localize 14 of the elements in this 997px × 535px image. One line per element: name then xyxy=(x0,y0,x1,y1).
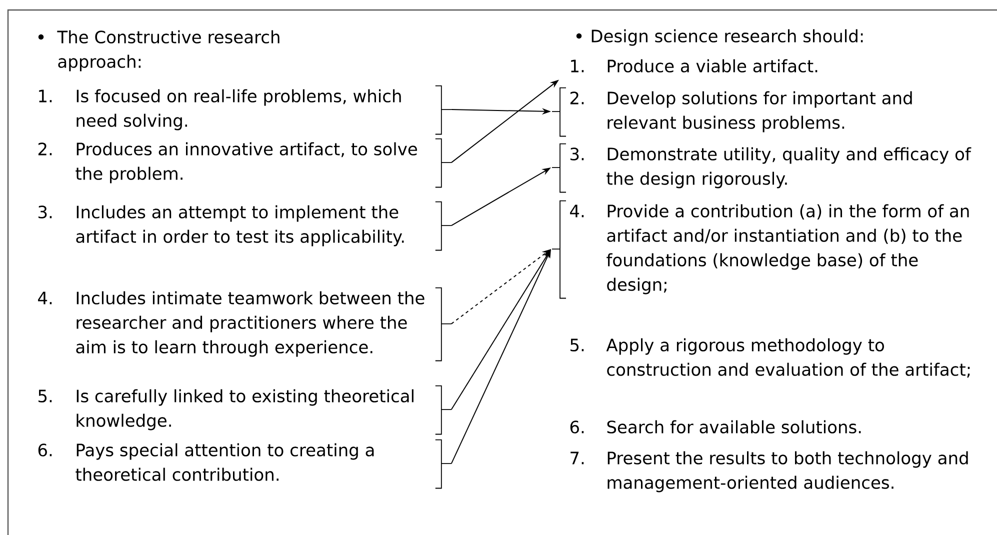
bracketed-list-item: 4. Provide a contribution (a) in the form of an artifact and/or instantiation and (b) to the foundations (knowledge base) of the design; xyxy=(552,200,969,299)
bracketed-list-item: 5. Is carefully linked to existing theoretical knowledge. xyxy=(38,385,452,435)
bracketed-list-item: 3. Demonstrate utility, quality and efficacy of the design rigorously. xyxy=(552,143,972,193)
bracketed-list-item: 2. Produces an innovative artifact, to solve the problem. xyxy=(38,138,452,188)
list-item: 1. Produce a viable artifact. xyxy=(571,59,818,72)
bracketed-list-item: 4. Includes intimate teamwork between the researcher and practitioners where the aim is to learn through experience. xyxy=(38,287,452,362)
bracketed-list-item: 1. Is focused on real-life problems, which need solving. xyxy=(39,85,452,135)
list-item: 7. Present the results to both technology and management-oriented audiences. xyxy=(570,451,968,492)
bracketed-list-item: 2. Develop solutions for important and relevant business problems. xyxy=(552,87,912,137)
list-item: 5. Apply a rigorous methodology to construction and evaluation of the artifact; xyxy=(570,338,970,378)
bracketed-list-item: 3. Includes an attempt to implement the artifact in order to test its applicability. xyxy=(38,201,452,251)
list-item: 6. Search for available solutions. xyxy=(570,420,861,434)
heading: Design science research should: xyxy=(592,29,863,46)
bracketed-list-item: 6. Pays special attention to creating a theoretical contribution. xyxy=(38,439,452,489)
